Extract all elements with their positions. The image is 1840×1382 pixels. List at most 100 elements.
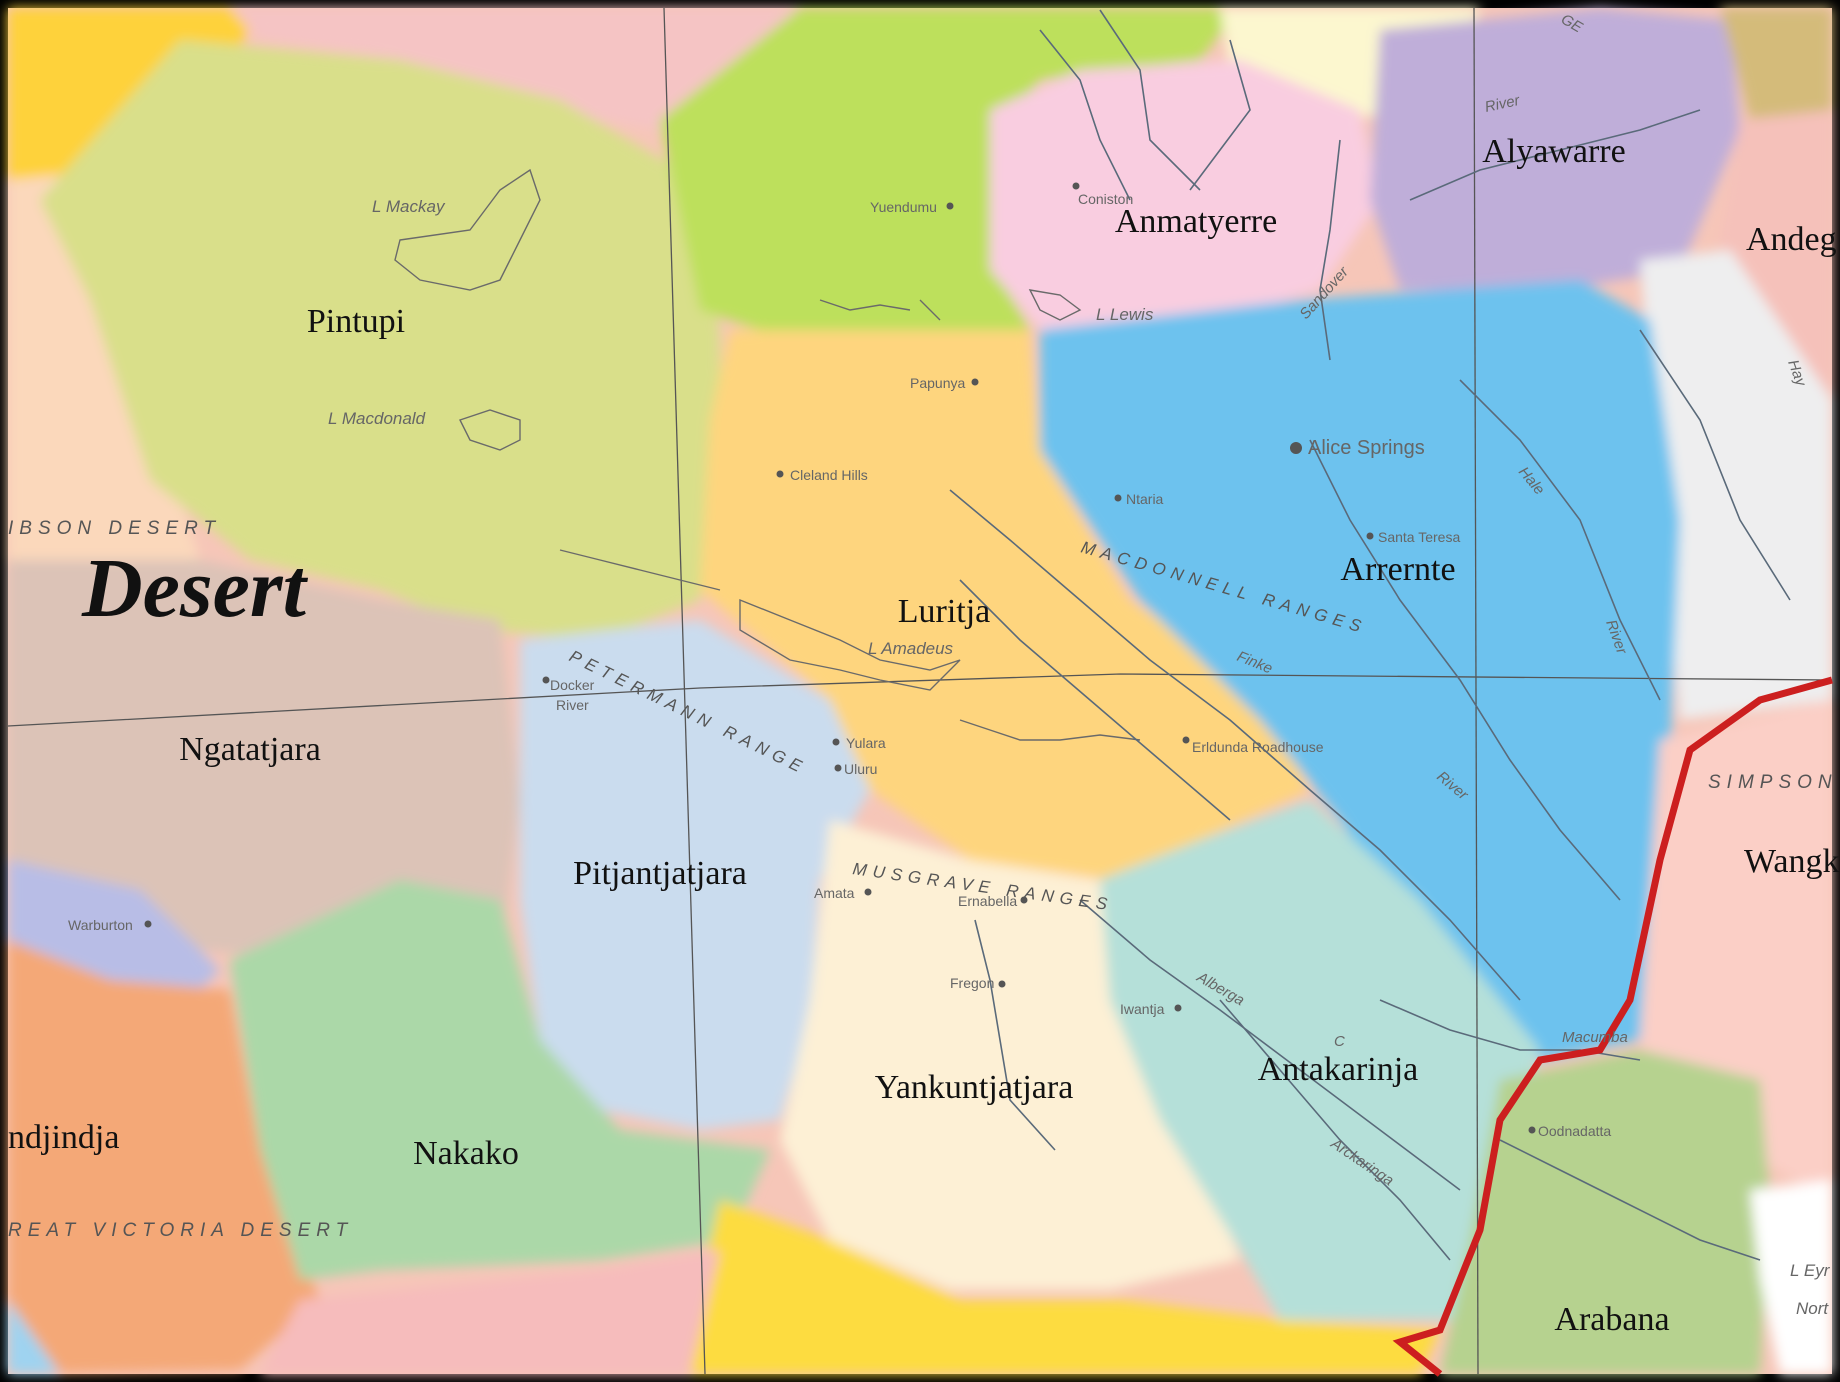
rivers <box>949 9 1791 1261</box>
lake-lewis-outline <box>1028 289 1082 321</box>
town-label-erldunda: Erldunda Roadhouse <box>1192 739 1324 755</box>
desert-heading: Desert <box>81 542 309 635</box>
region-label-nakako: Nakako <box>413 1135 519 1172</box>
region-label-yankuntjatjara: Yankuntjatjara <box>875 1069 1074 1106</box>
salt-lakes-east <box>959 719 1141 741</box>
dot-erldunda <box>1182 736 1190 744</box>
region-fill-south-yellow <box>680 1200 1440 1374</box>
region-label-arabana: Arabana <box>1554 1301 1669 1338</box>
dot-docker-river <box>542 676 550 684</box>
river-north-2 <box>1099 9 1201 191</box>
town-label-docker-river: River <box>556 697 589 713</box>
region-fill-sw-blue <box>8 1300 60 1374</box>
town-label-warburton: Warburton <box>68 917 133 933</box>
region-fill-arrernte <box>1040 280 1680 1060</box>
town-label-ntaria: Ntaria <box>1126 491 1164 507</box>
region-label-ngatatjara: Ngatatjara <box>179 731 321 768</box>
dot-ntaria <box>1114 494 1122 502</box>
river-fregon <box>974 919 1056 1151</box>
town-label-cleland-hills: Cleland Hills <box>790 467 868 483</box>
river-arckaringa <box>1219 999 1451 1261</box>
town-label-alice-springs: Alice Springs <box>1308 437 1425 459</box>
region-fill-nakako <box>230 880 770 1280</box>
dot-warburton <box>144 920 152 928</box>
graticule-horizontal <box>7 673 1833 727</box>
town-dots <box>144 182 1536 1134</box>
region-label-luritja: Luritja <box>898 593 991 630</box>
river-palmer <box>959 579 1231 821</box>
town-label-iwantja: Iwantja <box>1120 1001 1165 1017</box>
map-canvas: Pintupi Anmatyerre Alyawarre Andeg Lurit… <box>7 7 1839 1377</box>
lake-label-eyre: L Eyr <box>1790 1261 1831 1280</box>
river-label-macumba: Macumba <box>1562 1029 1628 1046</box>
salt-lakes-west <box>559 549 721 591</box>
dot-alice-springs <box>1290 442 1302 454</box>
town-label-amata: Amata <box>814 885 855 901</box>
region-label-wangk: Wangk <box>1744 843 1839 880</box>
lake-label-amadeus: L Amadeus <box>868 639 954 658</box>
river-sandover <box>1319 139 1341 361</box>
dot-yuendumu <box>946 202 954 210</box>
dot-amata <box>864 888 872 896</box>
region-fill-yankuntjatjara <box>780 820 1240 1290</box>
river-finke <box>949 489 1521 1001</box>
region-fill-ndjindja <box>8 940 320 1374</box>
region-fill-luritja <box>700 330 1310 880</box>
region-fill-warburton <box>8 860 220 990</box>
region-label-andeg: Andeg <box>1746 221 1837 258</box>
desert-label-gibson: IBSON DESERT <box>8 518 221 539</box>
region-label-arrernte: Arrernte <box>1340 551 1455 588</box>
dot-santa-teresa <box>1366 532 1374 540</box>
graticule-vertical-2 <box>1473 7 1479 1375</box>
region-label-pitjantjatjara: Pitjantjatjara <box>573 855 747 892</box>
lake-macdonald-outline <box>459 409 521 451</box>
river-hale <box>1459 379 1661 701</box>
region-fill-grey <box>1640 250 1832 720</box>
river-north-1 <box>1039 29 1131 201</box>
dot-ernabella <box>1020 896 1028 904</box>
region-fill-anmatyerre <box>990 60 1380 330</box>
river-alberga <box>1079 899 1461 1191</box>
dot-papunya <box>971 378 979 386</box>
town-label-oodnadatta: Oodnadatta <box>1538 1123 1611 1139</box>
river-todd <box>1309 439 1621 901</box>
town-label-docker: Docker <box>550 677 595 693</box>
town-label-coniston: Coniston <box>1078 191 1133 207</box>
dot-cleland-hills <box>776 470 784 478</box>
river-hay <box>1639 329 1791 601</box>
river-alyawarre <box>1409 109 1701 201</box>
region-fill-south-pink <box>260 1250 720 1374</box>
dot-oodnadatta <box>1528 1126 1536 1134</box>
lake-label-macdonald: L Macdonald <box>328 409 426 428</box>
region-fill-top-pink <box>230 8 820 130</box>
town-label-santa-teresa: Santa Teresa <box>1378 529 1460 545</box>
region-fill-arabana <box>1440 1050 1770 1374</box>
town-label-papunya: Papunya <box>910 375 965 391</box>
river-label-c: C <box>1334 1033 1345 1050</box>
region-label-pintupi: Pintupi <box>307 303 405 340</box>
dot-fregon <box>998 980 1006 988</box>
region-fill-alyawarre <box>1370 8 1740 290</box>
lake-amadeus-outline <box>739 598 961 691</box>
town-label-yuendumu: Yuendumu <box>870 199 937 215</box>
river-arabana <box>1499 1139 1761 1261</box>
lake-outlines <box>394 168 1141 741</box>
desert-label-great-victoria: REAT VICTORIA DESERT <box>8 1220 353 1241</box>
graticule-vertical-1 <box>663 7 706 1375</box>
lake-mackay-outline <box>394 168 541 291</box>
region-fill-pitjantjatjara <box>520 620 870 1130</box>
dot-yulara <box>832 738 840 746</box>
dot-coniston <box>1072 182 1080 190</box>
town-label-ernabella: Ernabella <box>958 893 1017 909</box>
region-fill-warlpiri <box>660 8 1240 330</box>
region-label-anmatyerre: Anmatyerre <box>1115 203 1277 240</box>
region-fill-pintupi <box>40 40 720 640</box>
dot-uluru <box>834 764 842 772</box>
lake-eyre-fill <box>1750 1180 1832 1374</box>
salt-lakes-north <box>819 299 941 321</box>
lake-label-mackay: L Mackay <box>372 197 446 216</box>
desert-label-simpson: SIMPSON <box>1708 772 1838 793</box>
region-label-alyawarre: Alyawarre <box>1482 133 1625 170</box>
region-fill-antakarinja <box>1100 800 1540 1320</box>
